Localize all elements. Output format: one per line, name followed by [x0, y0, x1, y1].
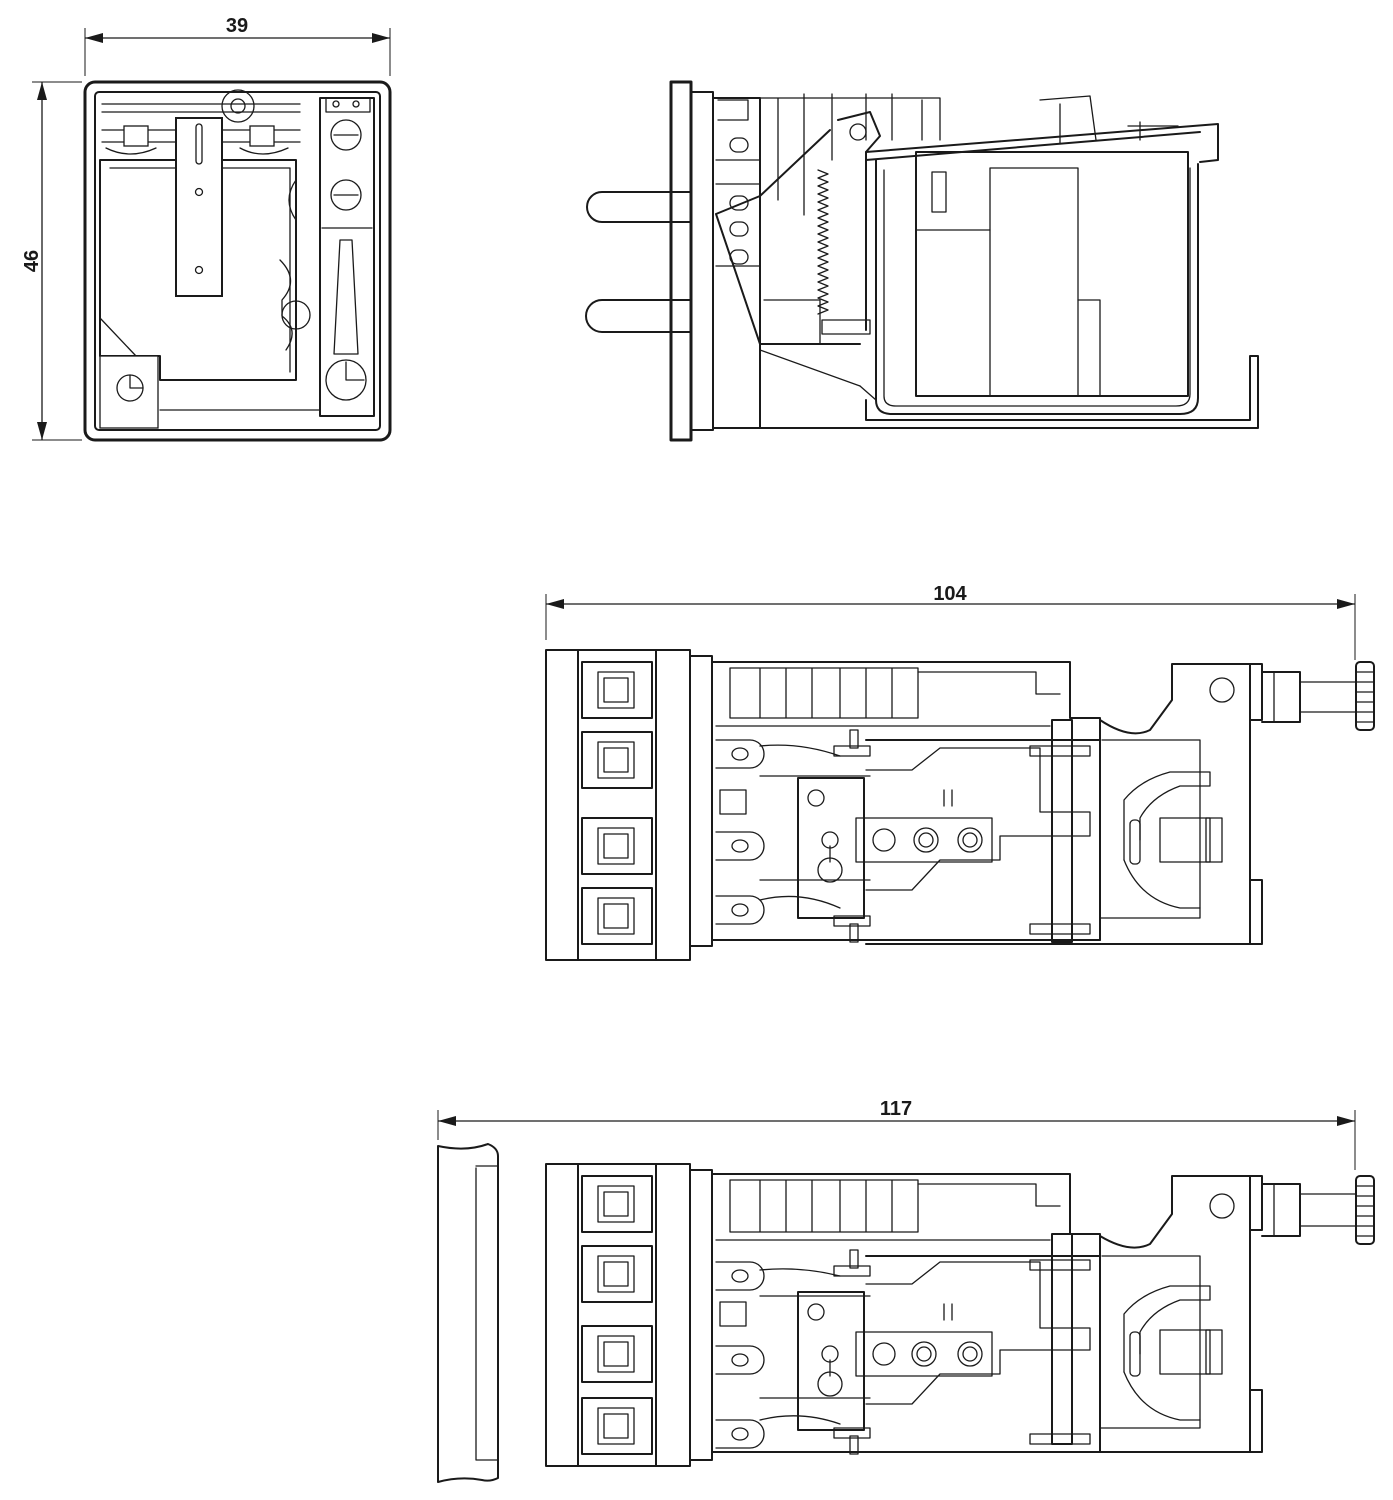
terminal-2: [581, 731, 653, 789]
top-length-label: 104: [933, 583, 967, 605]
relay-side-view: [585, 80, 1259, 442]
front-width-label: 39: [226, 15, 248, 37]
relay-bottom-view: [437, 1143, 1375, 1483]
dimension-top-length: 104: [545, 583, 1356, 660]
terminal-4: [581, 887, 653, 945]
dimension-bottom-length: 117: [437, 1098, 1356, 1170]
terminal-1: [581, 661, 653, 719]
relay-front-view: [83, 80, 392, 442]
terminal-7: [581, 1325, 653, 1383]
dimension-front-width: 39: [84, 15, 391, 76]
terminal-8: [581, 1397, 653, 1455]
bottom-length-label: 117: [880, 1098, 912, 1120]
dimension-front-height: 46: [21, 81, 82, 441]
terminal-6: [581, 1245, 653, 1303]
relay-top-view: [545, 649, 1375, 961]
terminal-5: [581, 1175, 653, 1233]
front-height-label: 46: [21, 250, 43, 272]
terminal-3: [581, 817, 653, 875]
